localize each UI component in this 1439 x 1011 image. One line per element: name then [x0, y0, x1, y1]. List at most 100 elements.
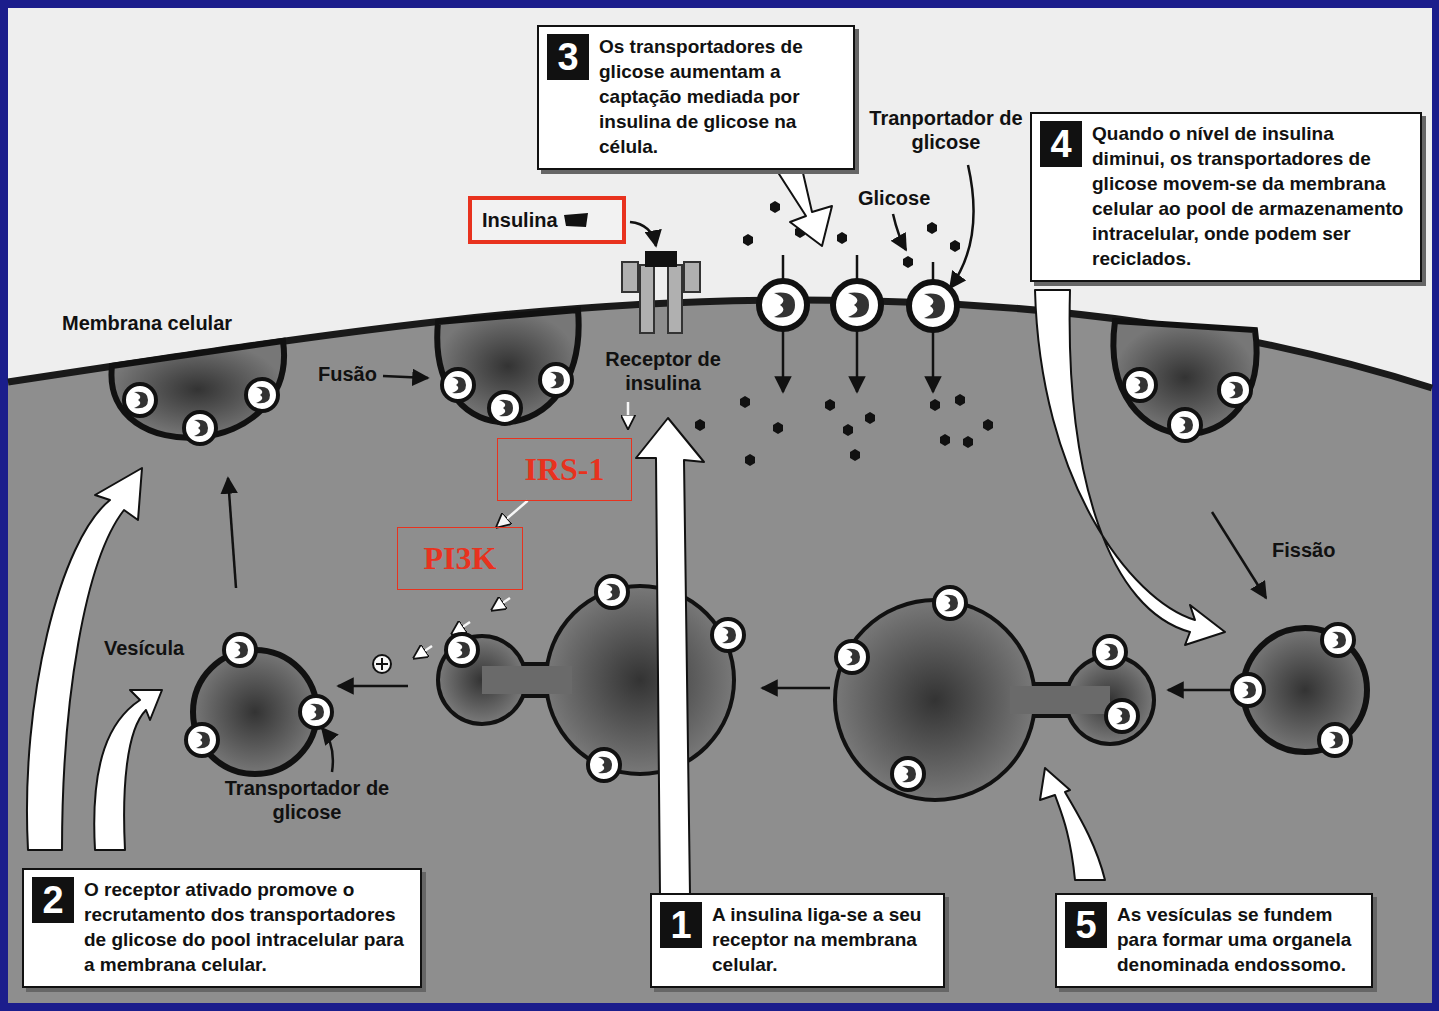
glucose — [865, 412, 875, 424]
glucose — [773, 422, 783, 434]
glucose — [927, 222, 937, 234]
glucose-transporter — [759, 281, 807, 329]
insulin-molecule — [646, 252, 676, 266]
cytoplasm — [8, 300, 1432, 1003]
part-label: Membrana celular — [62, 311, 232, 335]
callout-text: Quando o nível de insulina diminui, os t… — [1092, 121, 1410, 271]
part-label: Fusão — [318, 362, 377, 386]
glucose-transporter — [446, 634, 478, 666]
glucose-transporter — [1124, 369, 1156, 401]
glucose — [770, 201, 780, 213]
plus-symbol — [373, 655, 391, 673]
insulin-box: Insulina — [468, 196, 626, 244]
flow-arrow — [228, 478, 236, 588]
glucose-transporter — [588, 749, 620, 781]
glucose-transporter — [909, 282, 957, 330]
glucose-transporter — [246, 379, 278, 411]
callout-arrow — [1035, 290, 1225, 645]
glucose-transporter — [833, 281, 881, 329]
part-label: Vesícula — [104, 636, 184, 660]
endosome-outline — [440, 588, 1152, 798]
part-label: Glicose — [858, 186, 930, 210]
signal-arrow — [492, 598, 510, 610]
leader-line — [893, 214, 906, 250]
endosome-fill — [440, 588, 1152, 798]
signal-arrow — [414, 646, 432, 658]
glucose — [940, 434, 950, 446]
callout-arrow — [94, 690, 162, 850]
glucose — [850, 449, 860, 461]
fission-arrow — [1212, 512, 1266, 598]
callout-arrow — [636, 418, 704, 895]
glucose-transporter — [1094, 636, 1126, 668]
glucose-transporter — [892, 758, 924, 790]
fusion-arrow — [383, 376, 428, 378]
glucose — [903, 256, 913, 268]
signal-box: IRS-1 — [497, 438, 632, 501]
callout-number: 3 — [547, 34, 589, 80]
panel-background — [8, 8, 1432, 1003]
glucose — [950, 240, 960, 252]
callout-text: A insulina liga-se a seu receptor na mem… — [712, 902, 933, 977]
glucose-transporter — [1232, 674, 1264, 706]
callout-box: 5As vesículas se fundem para formar uma … — [1055, 893, 1373, 988]
callout-number: 5 — [1065, 902, 1107, 948]
glucose-transporter — [1106, 700, 1138, 732]
glucose-transporter — [596, 576, 628, 608]
glucose — [695, 419, 705, 431]
glucose-transporter — [759, 281, 807, 329]
callout-number: 1 — [660, 902, 702, 948]
callout-arrow — [770, 160, 832, 246]
flow-arrow — [1168, 689, 1238, 692]
glucose-transporter — [300, 696, 332, 728]
insulin-icon — [564, 213, 588, 227]
callout-number: 4 — [1040, 121, 1082, 167]
glucose-transporters — [124, 281, 1354, 790]
box-label: PI3K — [424, 540, 497, 576]
callout-text: As vesículas se fundem para formar uma o… — [1117, 902, 1361, 977]
glucose-transporter — [186, 724, 218, 756]
part-label: Tranportador de glicose — [866, 106, 1026, 154]
leader-line — [950, 165, 974, 288]
glucose — [983, 419, 993, 431]
endosome — [548, 588, 732, 772]
part-label: Transportador de glicose — [222, 776, 392, 824]
receptor-part — [684, 262, 700, 292]
glucose-transporter — [909, 282, 957, 330]
leader-line — [322, 728, 333, 772]
glucose — [955, 394, 965, 406]
glucose-transporter — [1169, 409, 1201, 441]
glucose — [745, 454, 755, 466]
flow-arrow — [338, 685, 408, 688]
endosome — [837, 602, 1033, 798]
glucose-transporter — [124, 384, 156, 416]
binding-arrow — [630, 222, 656, 246]
plus-symbol — [373, 655, 391, 673]
receptor-part — [622, 262, 638, 292]
callout-text: O receptor ativado promove o recrutament… — [84, 877, 410, 977]
flow-arrow — [762, 687, 830, 690]
box-label: IRS-1 — [524, 451, 604, 487]
signal-box: PI3K — [397, 527, 523, 590]
endosome — [1010, 686, 1110, 714]
signal-arrows — [414, 402, 628, 658]
glucose-transporter — [224, 634, 256, 666]
glucose-transporter — [712, 619, 744, 651]
glucose — [843, 424, 853, 436]
glucose-transporter — [1322, 624, 1354, 656]
receptor-part — [668, 265, 682, 333]
receptor-part — [640, 265, 654, 333]
part-label: Receptor de insulina — [588, 347, 738, 395]
endosome-outline — [1010, 686, 1110, 714]
glucose — [825, 399, 835, 411]
glucose-transporter — [489, 392, 521, 424]
glucose-transporter — [1319, 724, 1351, 756]
glucose — [740, 396, 750, 408]
callout-box: 3Os transportadores de glicose aumentam … — [537, 25, 855, 170]
signal-connector — [497, 501, 528, 527]
glucose-transporter — [1219, 374, 1251, 406]
glucose-transporter — [540, 364, 572, 396]
callout-box: 1A insulina liga-se a seu receptor na me… — [650, 893, 945, 988]
plus-symbol — [381, 658, 383, 670]
